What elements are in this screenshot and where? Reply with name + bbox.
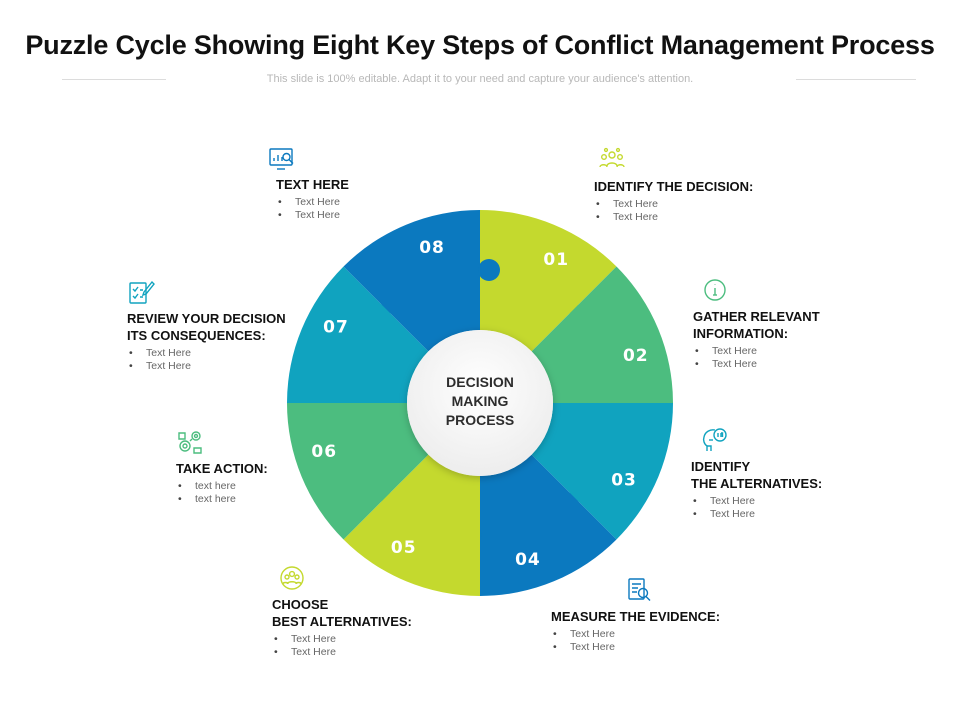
- team-choice-icon: [278, 564, 306, 592]
- puzzle-piece-05: [343, 454, 480, 596]
- divider-right: [796, 79, 916, 80]
- puzzle-piece-04: [480, 454, 617, 596]
- step-04-bullet: Text Here: [551, 641, 720, 654]
- step-07-heading: REVIEW YOUR DECISION ITS CONSEQUENCES:: [127, 311, 286, 343]
- center-circle: [407, 330, 553, 476]
- puzzle-piece-02: [531, 266, 673, 403]
- step-06-bullet: text here: [176, 480, 268, 493]
- action-gears-icon: [176, 428, 204, 456]
- step-02-block: GATHER RELEVANT INFORMATION: Text Here T…: [693, 276, 820, 371]
- step-02-bullet: Text Here: [693, 345, 820, 358]
- page-title: Puzzle Cycle Showing Eight Key Steps of …: [25, 30, 935, 60]
- puzzle-tab-08: [478, 259, 500, 281]
- step-08-block: TEXT HERE Text Here Text Here: [269, 144, 349, 222]
- center-label-line-3: PROCESS: [446, 412, 514, 428]
- step-01-heading: IDENTIFY THE DECISION:: [594, 179, 754, 194]
- step-08-heading: TEXT HERE: [276, 177, 349, 192]
- puzzle-piece-08: [343, 210, 480, 352]
- step-01-block: IDENTIFY THE DECISION: Text Here Text He…: [594, 146, 753, 224]
- step-07-bullet: Text Here: [127, 347, 286, 360]
- page-subtitle: This slide is 100% editable. Adapt it to…: [266, 73, 694, 85]
- people-network-icon: [598, 146, 626, 174]
- puzzle-pieces: 01 02 03 04 05 06 07 08: [287, 210, 673, 596]
- center-label-line-2: MAKING: [452, 393, 509, 409]
- puzzle-piece-03: [531, 403, 673, 540]
- step-number-02: 02: [623, 346, 649, 366]
- step-02-bullet: Text Here: [693, 358, 820, 371]
- review-checklist-icon: [127, 278, 155, 306]
- divider-left: [62, 79, 166, 80]
- center-label-line-1: DECISION: [446, 374, 514, 390]
- step-05-heading: CHOOSE BEST ALTERNATIVES:: [272, 597, 412, 629]
- step-03-bullet: Text Here: [691, 508, 822, 521]
- step-01-bullet: Text Here: [594, 198, 753, 211]
- step-03-block: IDENTIFY THE ALTERNATIVES: Text Here Tex…: [691, 426, 822, 521]
- step-03-bullet: Text Here: [691, 495, 822, 508]
- step-06-heading: TAKE ACTION:: [176, 461, 268, 476]
- step-04-block: MEASURE THE EVIDENCE: Text Here Text Her…: [551, 576, 720, 654]
- step-02-heading: GATHER RELEVANT INFORMATION:: [693, 309, 820, 341]
- step-07-block: REVIEW YOUR DECISION ITS CONSEQUENCES: T…: [127, 278, 286, 373]
- step-08-bullet: Text Here: [276, 209, 349, 222]
- step-05-block: CHOOSE BEST ALTERNATIVES: Text Here Text…: [272, 564, 412, 659]
- info-icon: [701, 276, 729, 304]
- step-number-01: 01: [543, 250, 569, 270]
- head-thinking-icon: [701, 426, 729, 454]
- step-number-07: 07: [323, 318, 349, 338]
- step-07-bullet: Text Here: [127, 360, 286, 373]
- step-03-heading: IDENTIFY THE ALTERNATIVES:: [691, 459, 823, 491]
- step-04-bullet: Text Here: [551, 628, 720, 641]
- step-number-05: 05: [391, 538, 417, 558]
- step-06-bullet: text here: [176, 493, 268, 506]
- puzzle-piece-07: [287, 266, 429, 403]
- puzzle-piece-06: [287, 403, 429, 540]
- step-number-04: 04: [515, 550, 541, 570]
- step-08-bullet: Text Here: [276, 196, 349, 209]
- step-05-bullet: Text Here: [272, 646, 412, 659]
- step-number-06: 06: [311, 442, 337, 462]
- document-search-icon: [625, 576, 653, 604]
- step-05-bullet: Text Here: [272, 633, 412, 646]
- puzzle-piece-01: [480, 210, 617, 352]
- step-01-bullet: Text Here: [594, 211, 753, 224]
- analytics-icon: [268, 144, 296, 172]
- step-04-heading: MEASURE THE EVIDENCE:: [551, 609, 721, 624]
- step-number-08: 08: [419, 238, 445, 258]
- step-number-03: 03: [611, 470, 637, 490]
- step-06-block: TAKE ACTION: text here text here: [176, 428, 268, 506]
